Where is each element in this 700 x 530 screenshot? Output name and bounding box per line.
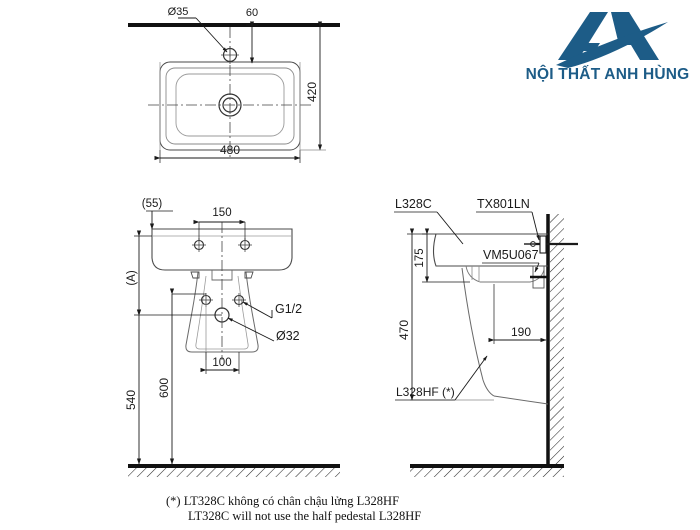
dim-470-label: 470 <box>397 320 411 340</box>
dim-420-label: 420 <box>305 82 319 102</box>
pedestal-base-side <box>493 395 549 405</box>
label-vm5u067-leader <box>534 262 540 273</box>
dim-600-label: 600 <box>157 378 171 398</box>
pedestal-profile-side <box>461 267 495 397</box>
label-d32-leader <box>227 317 275 342</box>
brand-logo: NỘI THẤT ANH HÙNG <box>520 8 695 93</box>
faucet-flange-side <box>539 235 547 254</box>
footnote-text-vi: LT328C không có chân chậu lửng L328HF <box>183 494 400 508</box>
footnote-block: (*) LT328C không có chân chậu lửng L328H… <box>166 494 421 523</box>
dim-480-label: 480 <box>220 143 240 157</box>
dim-190-label: 190 <box>511 325 531 339</box>
label-l328hf: L328HF (*) <box>396 385 455 399</box>
dim-175-label: 175 <box>414 248 426 267</box>
footnote-marker: (*) <box>166 494 181 508</box>
dim-55-label: (55) <box>142 198 163 210</box>
logo-swoosh <box>556 22 668 68</box>
side-view-floor-hatch <box>410 468 564 477</box>
label-tx801ln-leader <box>531 211 540 241</box>
drain-inner-top <box>222 97 238 113</box>
dim-150-label: 150 <box>212 207 231 219</box>
label-l328c-leader <box>436 211 464 245</box>
brand-name: NỘI THẤT ANH HÙNG <box>525 66 690 83</box>
faucet-handle-side <box>530 241 536 247</box>
dim-540-label: 540 <box>124 390 138 410</box>
logo-letter-a <box>558 12 608 60</box>
pedestal-bracket-right <box>244 271 254 279</box>
footnote-text-en: LT328C will not use the half pedestal L3… <box>188 508 422 523</box>
label-d32: Ø32 <box>276 329 300 343</box>
front-view-group: (55) 150 (A) 540 600 100 <box>124 198 340 477</box>
dim-100-label: 100 <box>212 357 231 369</box>
label-vm5u067: VM5U067 <box>483 248 539 262</box>
label-l328c: L328C <box>395 197 432 211</box>
label-g12: G1/2 <box>275 302 302 316</box>
front-view-floor-hatch <box>128 468 340 477</box>
footnote-line-vi: (*) LT328C không có chân chậu lửng L328H… <box>166 494 399 508</box>
basin-body-side <box>432 233 548 267</box>
side-view-wall-hatch <box>550 214 564 466</box>
dim-60-label: 60 <box>246 7 258 19</box>
dim-a-label: (A) <box>126 270 138 286</box>
label-g12-leader <box>242 301 273 319</box>
dim-d35-label: Ø35 <box>168 6 189 18</box>
label-tx801ln: TX801LN <box>477 197 530 211</box>
drain-outer-top <box>218 93 242 117</box>
dim-d35-leader <box>195 17 228 53</box>
pedestal-bracket-left <box>190 271 200 279</box>
brand-logo-mark <box>556 12 668 68</box>
basin-body-front <box>151 228 293 271</box>
label-l328hf-leader <box>454 355 488 401</box>
side-view-group: 175 470 190 L328C TX801LN VM5U067 L328HF… <box>394 197 578 477</box>
top-view-group: 60 Ø35 480 420 <box>128 6 340 163</box>
basin-underside-side <box>465 265 545 283</box>
